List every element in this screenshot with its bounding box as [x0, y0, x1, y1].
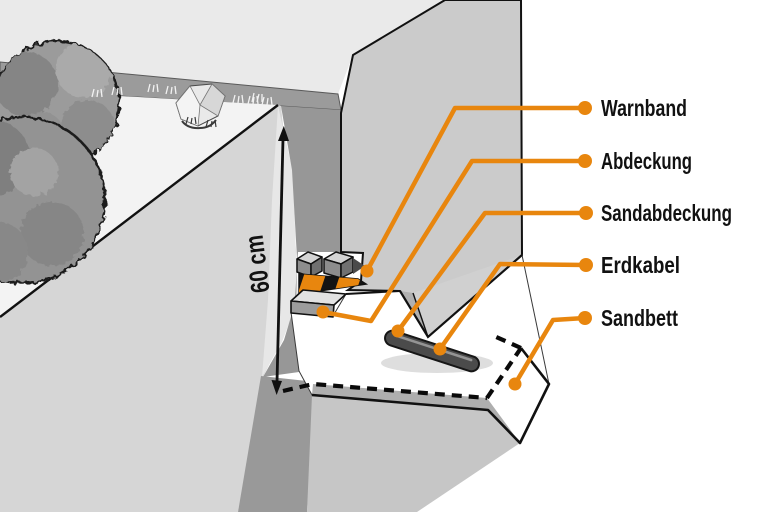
notch-wedge-right [413, 255, 522, 337]
sandbed-hidden-edges [282, 334, 523, 401]
rock-icon [175, 83, 226, 130]
label-abdeckung: Abdeckung [601, 148, 692, 174]
dot-abdeckung-label [578, 154, 592, 168]
trench-left-wall [262, 106, 296, 377]
depth-measurement: 60 cm [239, 126, 289, 395]
dot-erdkabel-item [433, 342, 447, 356]
trench-strip-lower [238, 376, 316, 512]
trench-void [263, 106, 341, 377]
warnband-tape [298, 273, 369, 295]
under-earth-block [307, 395, 520, 512]
grass-tufts-dark [185, 116, 217, 128]
label-sandabdeckung: Sandabdeckung [601, 200, 732, 226]
leader-lines [320, 105, 589, 387]
bush-icon [0, 115, 107, 285]
depth-label: 60 cm [239, 233, 276, 294]
grass-tufts [91, 83, 273, 106]
depth-arrowhead-bottom [271, 380, 282, 395]
label-column: Warnband Abdeckung Sandabdeckung Erdkabe… [601, 95, 732, 331]
leader-erdkabel [437, 261, 589, 352]
label-sandbett: Sandbett [601, 305, 678, 331]
label-erdkabel: Erdkabel [601, 252, 680, 278]
dot-sandbett-label [578, 311, 592, 325]
depth-arrow-line [275, 138, 285, 383]
label-warnband: Warnband [601, 95, 687, 121]
dot-erdkabel-label [579, 258, 593, 272]
cube-shadow [353, 258, 365, 274]
dot-sandabdeckung-item [391, 324, 405, 338]
sandbed-outline [311, 347, 551, 445]
cover-slab [290, 289, 347, 318]
backfill-cube [323, 251, 354, 279]
leader-warnband [364, 105, 588, 274]
leader-dots [316, 101, 593, 391]
left-earth-face [0, 105, 298, 512]
dot-abdeckung-item [316, 305, 330, 319]
trench-cross-section [282, 254, 551, 445]
dot-sandbett-item [508, 377, 522, 391]
surface-edge-line [0, 104, 279, 318]
bushes [0, 39, 121, 285]
cover-stack [296, 251, 365, 279]
dot-warnband-item [360, 264, 374, 278]
notch-inner-edge [412, 292, 429, 338]
dot-sandabdeckung-label [579, 206, 593, 220]
leader-sandabdeckung [395, 210, 589, 334]
leader-abdeckung [320, 158, 588, 324]
backfill-cube [296, 251, 323, 278]
leader-sandbett [512, 315, 588, 387]
earth-cable [384, 329, 480, 373]
depth-arrowhead-top [278, 126, 289, 141]
dot-warnband-label [578, 101, 592, 115]
